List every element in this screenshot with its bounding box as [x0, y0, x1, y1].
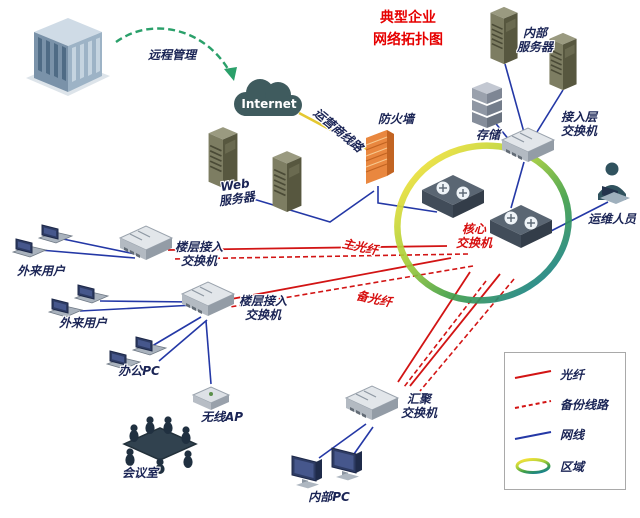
remote-mgmt-label: 远程管理: [147, 48, 196, 62]
floor-switch-b: [178, 278, 238, 322]
diagram-title: 典型企业 网络拓扑图: [373, 10, 443, 48]
meeting-room-label: 会议室: [121, 466, 158, 480]
switch-icon: [116, 222, 176, 262]
server-tower-icon: [266, 148, 308, 214]
legend-label-zone: 区域: [560, 459, 585, 474]
backup-line-sample: [514, 400, 552, 410]
internet-label: Internet: [241, 97, 296, 111]
legend-label-cable: 网线: [560, 428, 585, 443]
aggregation-switch: [342, 380, 402, 428]
internet-cloud: Internet: [226, 74, 310, 130]
floor-switch-b-label: 楼层接入 交换机: [238, 294, 287, 323]
web-server-2: [266, 148, 308, 218]
conference-table-icon: [122, 416, 198, 474]
ops-staff-label: 运维人员: [587, 212, 636, 226]
cable-line-sample: [514, 430, 552, 440]
external-users-b-label: 外来用户: [58, 316, 107, 330]
access-point-icon: [191, 386, 231, 410]
desktop-pc-group-icon: [291, 447, 363, 489]
firewall: [362, 124, 398, 192]
external-users-a-label: 外来用户: [16, 264, 65, 278]
legend-item-cable: 网线: [513, 426, 617, 443]
core-switch-icon: [418, 170, 488, 222]
internal-server-label: 内部 服务器: [516, 26, 553, 55]
access-switch-label: 接入层 交换机: [560, 110, 597, 139]
switch-icon: [178, 278, 238, 318]
storage-label: 存储: [475, 128, 500, 142]
remote-mgmt-link: [115, 27, 237, 81]
building-icon: [26, 18, 110, 96]
legend: 光纤 备份线路 网线: [504, 352, 626, 490]
aggregation-switch-label: 汇聚 交换机: [400, 392, 437, 421]
storage: [466, 78, 508, 134]
wireless-ap: [188, 382, 234, 416]
zone-ring-sample: [515, 458, 551, 475]
internal-pc-label: 内部PC: [308, 490, 350, 504]
core-zone-ring: [394, 142, 572, 304]
core-switch-1: [418, 170, 488, 226]
legend-item-backup: 备份线路: [513, 396, 617, 413]
person-icon: [598, 162, 630, 204]
headquarters-building: [20, 8, 115, 100]
floor-switch-a: [116, 222, 176, 266]
laptop-group-icon: [12, 224, 73, 258]
legend-label-fiber: 光纤: [560, 367, 585, 382]
firewall-label: 防火墙: [377, 112, 414, 126]
carrier-yellow-line: [298, 111, 368, 151]
office-pc-label: 办公PC: [118, 364, 160, 378]
core-switch-label: 核心 交换机: [455, 222, 492, 251]
firewall-icon: [365, 130, 394, 184]
legend-item-zone: 区域: [513, 456, 617, 476]
legend-item-fiber: 光纤: [513, 366, 617, 383]
switch-icon: [342, 380, 402, 424]
legend-label-backup: 备份线路: [560, 397, 609, 412]
floor-switch-a-label: 楼层接入 交换机: [174, 240, 223, 269]
backup-lines: [171, 253, 515, 392]
meeting-room: [110, 410, 208, 482]
fiber-line-sample: [514, 370, 552, 380]
ops-staff: [592, 160, 636, 216]
cloud-icon: Internet: [234, 79, 302, 116]
storage-icon: [472, 82, 502, 128]
wireless-ap-label: 无线AP: [200, 410, 244, 424]
